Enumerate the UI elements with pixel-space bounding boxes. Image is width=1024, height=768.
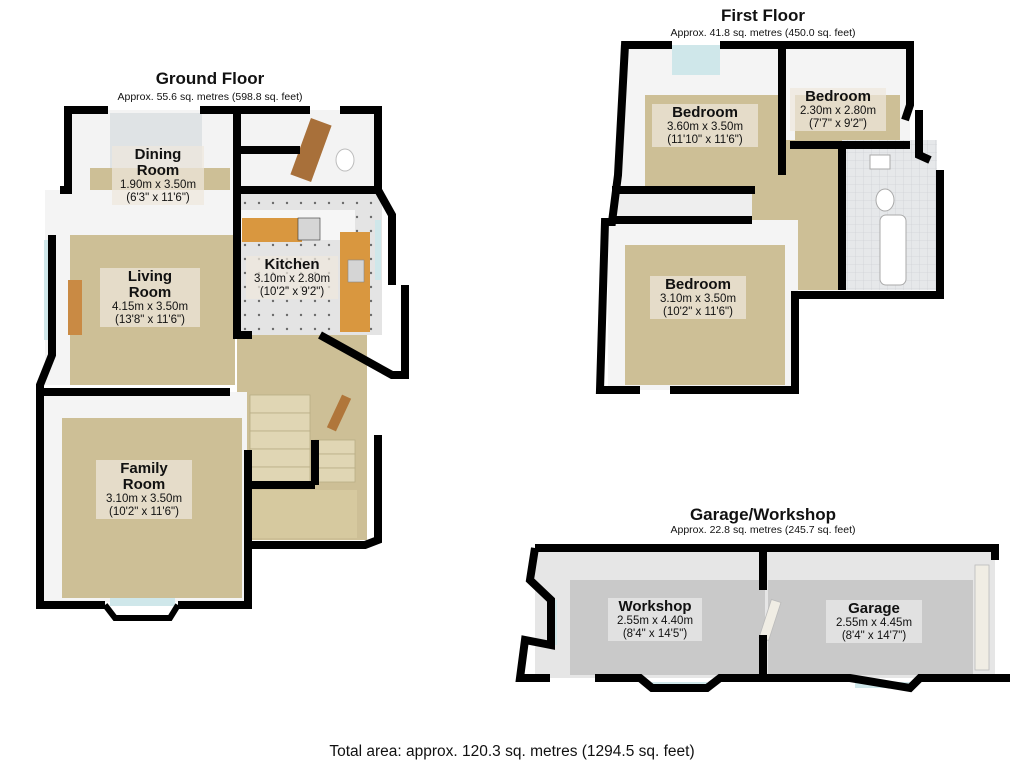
room-dimensions-metric: 2.30m x 2.80m: [799, 105, 877, 117]
ground-floor-title: Ground Floor: [155, 69, 265, 88]
ground-floor-plan: [36, 106, 409, 621]
first-floor-plan: [595, 41, 944, 394]
room-label-bedroom-3: Bedroom 3.10m x 3.50m (10'2" x 11'6"): [650, 276, 746, 319]
room-dimensions-metric: 2.55m x 4.45m: [835, 617, 913, 629]
room-label-garage: Garage 2.55m x 4.45m (8'4" x 14'7"): [826, 600, 922, 643]
room-label-family-room: Family Room 3.10m x 3.50m (10'2" x 11'6"…: [96, 460, 192, 519]
first-floor-area: Approx. 41.8 sq. metres (450.0 sq. feet): [670, 27, 856, 39]
room-dimensions-metric: 3.10m x 3.50m: [659, 293, 737, 305]
room-name: Garage: [848, 600, 900, 617]
bathtub: [879, 214, 907, 286]
room-dimensions-imperial: (7'7" x 9'2"): [809, 117, 867, 130]
room-dimensions-metric: 3.60m x 3.50m: [666, 121, 744, 133]
staircase: [249, 394, 356, 486]
room-dimensions-imperial: (8'4" x 14'5"): [622, 627, 688, 640]
room-dimensions-imperial: (10'2" x 9'2"): [259, 285, 325, 298]
front-door: [326, 394, 352, 432]
garage-floor-title: Garage/Workshop: [689, 505, 837, 524]
living-window: [44, 240, 50, 340]
room-name: Dining: [134, 146, 182, 163]
ground-floor-area: Approx. 55.6 sq. metres (598.8 sq. feet): [117, 91, 303, 103]
room-dimensions-metric: 3.10m x 3.50m: [105, 493, 183, 505]
room-dimensions-metric: 4.15m x 3.50m: [111, 301, 189, 313]
room-dimensions-imperial: (8'4" x 14'7"): [841, 629, 907, 642]
room-label-workshop: Workshop 2.55m x 4.40m (8'4" x 14'5"): [608, 598, 702, 641]
room-name: Workshop: [618, 598, 692, 615]
room-label-bedroom-2: Bedroom 2.30m x 2.80m (7'7" x 9'2"): [790, 88, 886, 131]
room-dimensions-imperial: (6'3" x 11'6"): [126, 191, 190, 204]
room-dimensions-metric: 3.10m x 2.80m: [253, 273, 331, 285]
room-dimensions-imperial: (10'2" x 11'6"): [663, 305, 733, 318]
room-dimensions-imperial: (11'10" x 11'6"): [667, 133, 743, 146]
bedroom1-window: [672, 45, 720, 75]
basin: [869, 154, 891, 170]
room-name: Room: [128, 284, 172, 301]
room-name: Bedroom: [805, 88, 871, 105]
room-name: Living: [127, 268, 173, 285]
room-label-dining-room: Dining Room 1.90m x 3.50m (6'3" x 11'6"): [112, 146, 204, 205]
worktop: [242, 218, 302, 242]
toilet: [875, 188, 895, 212]
bay-window: [110, 598, 175, 606]
hob: [297, 217, 321, 241]
room-name: Room: [136, 162, 180, 179]
wc-door: [290, 118, 332, 182]
garage-door: [974, 564, 990, 671]
kitchen-window: [375, 220, 381, 280]
room-dimensions-imperial: (13'8" x 11'6"): [115, 313, 185, 326]
room-label-living-room: Living Room 4.15m x 3.50m (13'8" x 11'6"…: [100, 268, 200, 327]
room-dimensions-imperial: (10'2" x 11'6"): [109, 505, 179, 518]
room-label-kitchen: Kitchen 3.10m x 2.80m (10'2" x 9'2"): [246, 256, 338, 299]
room-name: Family: [120, 460, 168, 477]
wc-basin: [335, 148, 355, 172]
room-dimensions-metric: 1.90m x 3.50m: [119, 179, 197, 191]
fireplace-shelf: [68, 280, 82, 335]
first-floor-title: First Floor: [720, 6, 806, 25]
sink: [347, 259, 365, 283]
garage-floor-area: Approx. 22.8 sq. metres (245.7 sq. feet): [670, 524, 856, 536]
room-dimensions-metric: 2.55m x 4.40m: [616, 615, 694, 627]
room-name: Kitchen: [264, 256, 320, 273]
room-name: Room: [122, 476, 166, 493]
room-name: Bedroom: [672, 104, 738, 121]
garage-plan: [515, 544, 1010, 693]
room-label-bedroom-1: Bedroom 3.60m x 3.50m (11'10" x 11'6"): [652, 104, 758, 147]
room-name: Bedroom: [665, 276, 731, 293]
total-area: Total area: approx. 120.3 sq. metres (12…: [329, 743, 695, 760]
